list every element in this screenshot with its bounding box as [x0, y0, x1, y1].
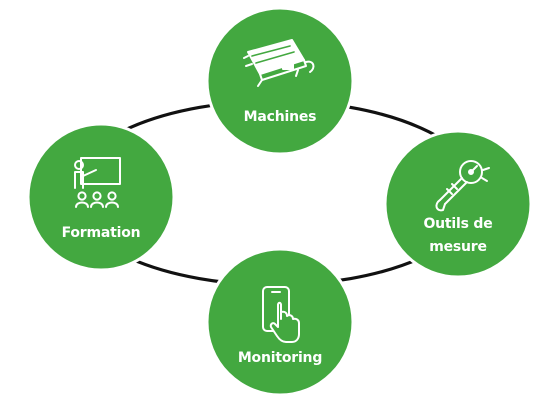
training-presentation-icon	[74, 157, 121, 208]
node-outils-circle	[383, 129, 533, 279]
node-machines: Machines	[205, 6, 355, 156]
node-outils: Outils de mesure	[383, 129, 533, 279]
node-outils-label-line2: mesure	[429, 239, 487, 255]
node-formation: Formation	[26, 122, 176, 272]
node-monitoring-label: Monitoring	[238, 350, 322, 366]
node-formation-label: Formation	[62, 225, 141, 241]
node-monitoring: Monitoring	[205, 247, 355, 397]
compressor-icon	[243, 39, 315, 87]
wrench-gauge-icon	[435, 160, 490, 212]
smartphone-touch-icon	[262, 286, 300, 343]
node-machines-circle	[205, 6, 355, 156]
node-outils-label-line1: Outils de	[423, 216, 492, 232]
node-machines-label: Machines	[244, 109, 317, 125]
